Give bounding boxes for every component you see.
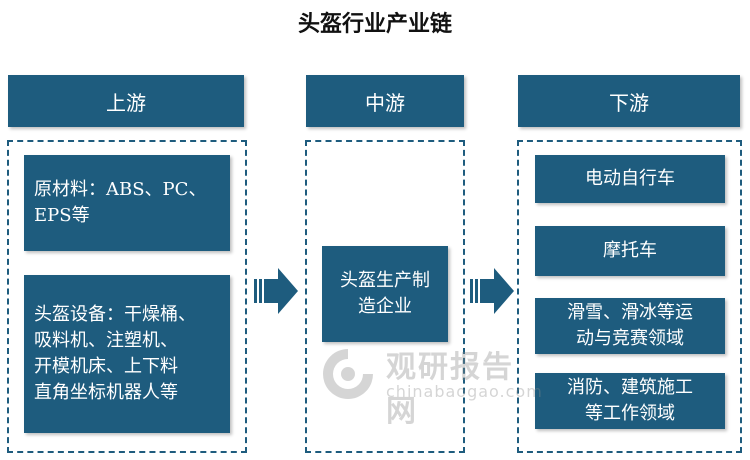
midstream-header-label: 中游 xyxy=(365,90,405,115)
downstream-ebike-label: 电动自行车 xyxy=(585,168,675,189)
downstream-header-label: 下游 xyxy=(609,90,649,115)
upstream-equipment-line1: 头盔设备：干燥桶、 xyxy=(34,304,196,325)
midstream-header: 中游 xyxy=(306,75,464,127)
right-arrow-icon xyxy=(254,268,298,314)
midstream-panel xyxy=(305,140,465,453)
downstream-sports-box: 滑雪、滑冰等运 动与竞赛领域 xyxy=(535,298,725,354)
upstream-equipment-box: 头盔设备：干燥桶、 吸料机、注塑机、 开模机床、上下料 直角坐标机器人等 xyxy=(24,275,230,433)
downstream-sports-line2: 动与竞赛领域 xyxy=(576,328,684,349)
downstream-firefighting-box: 消防、建筑施工 等工作领域 xyxy=(535,373,725,429)
diagram-title: 头盔行业产业链 xyxy=(297,11,452,37)
upstream-raw-materials-line2: EPS等 xyxy=(34,205,90,226)
downstream-motorcycle-box: 摩托车 xyxy=(535,226,725,276)
downstream-motorcycle-label: 摩托车 xyxy=(603,240,657,261)
upstream-panel xyxy=(7,140,247,453)
downstream-ebike-box: 电动自行车 xyxy=(535,155,725,203)
downstream-firefighting-line2: 等工作领域 xyxy=(585,403,675,424)
upstream-equipment-line4: 直角坐标机器人等 xyxy=(34,382,178,403)
downstream-sports-line1: 滑雪、滑冰等运 xyxy=(567,302,693,323)
downstream-panel xyxy=(517,140,742,453)
upstream-raw-materials-box: 原材料：ABS、PC、 EPS等 xyxy=(24,155,230,251)
right-arrow-icon xyxy=(470,268,514,314)
upstream-raw-materials-line1: 原材料：ABS、PC、 xyxy=(34,179,207,200)
midstream-manufacturer-line1: 头盔生产制 xyxy=(340,270,430,291)
midstream-manufacturer-box: 头盔生产制 造企业 xyxy=(322,246,448,342)
upstream-equipment-line2: 吸料机、注塑机、 xyxy=(34,330,178,351)
midstream-manufacturer-line2: 造企业 xyxy=(358,296,412,317)
upstream-header: 上游 xyxy=(8,75,244,127)
upstream-equipment-line3: 开模机床、上下料 xyxy=(34,356,178,377)
downstream-header: 下游 xyxy=(518,75,740,127)
downstream-firefighting-line1: 消防、建筑施工 xyxy=(567,377,693,398)
upstream-header-label: 上游 xyxy=(106,90,146,115)
